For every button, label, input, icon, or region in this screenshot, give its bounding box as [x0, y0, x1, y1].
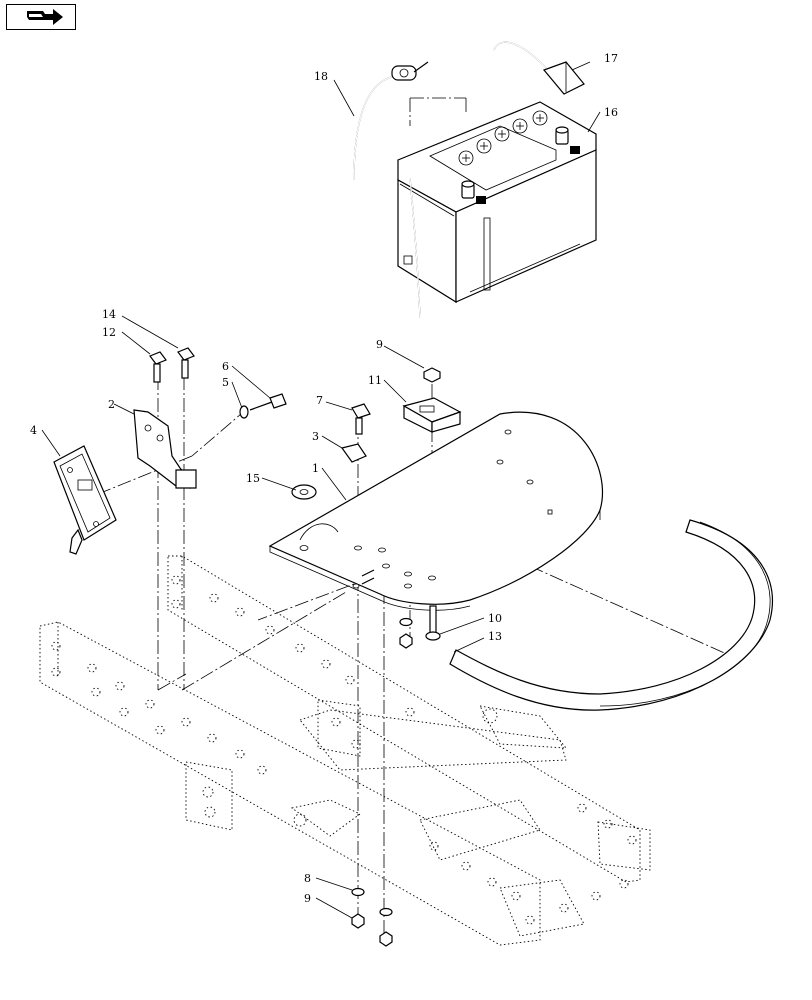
washer-8[interactable]	[351, 887, 365, 897]
hardware	[149, 347, 441, 947]
mounting-bracket[interactable]	[133, 409, 197, 489]
callout-17: 17	[604, 52, 618, 65]
leader-lines	[41, 61, 601, 919]
bolt-12[interactable]	[149, 351, 167, 383]
page-return-arrow-icon	[27, 9, 63, 25]
bolt-6[interactable]	[249, 393, 287, 411]
latch-bracket[interactable]	[53, 445, 117, 555]
edge-trim-strip[interactable]	[449, 519, 774, 711]
callout-1: 1	[312, 462, 319, 475]
callout-6: 6	[222, 360, 229, 373]
bolt-7[interactable]	[351, 403, 371, 435]
callout-11: 11	[368, 374, 382, 387]
hold-down-clip[interactable]	[340, 443, 367, 463]
hold-down-block[interactable]	[402, 397, 462, 433]
washer-15[interactable]	[291, 484, 317, 500]
callout-5: 5	[222, 376, 229, 389]
positive-cable[interactable]	[493, 41, 585, 95]
callout-8: 8	[304, 872, 311, 885]
battery[interactable]	[397, 101, 597, 304]
battery-tray-plate[interactable]	[268, 411, 604, 611]
nut-9-top[interactable]	[423, 367, 441, 383]
callout-10: 10	[488, 612, 502, 625]
nut-9-bottom[interactable]	[351, 913, 365, 929]
bolt-14[interactable]	[177, 347, 195, 379]
callout-3: 3	[312, 430, 319, 443]
callout-18: 18	[314, 70, 328, 83]
washer-5[interactable]	[239, 405, 249, 419]
callout-12: 12	[102, 326, 116, 339]
chassis-frame	[39, 555, 651, 946]
callout-15: 15	[246, 472, 260, 485]
ground-cable[interactable]	[353, 61, 429, 319]
callout-7: 7	[316, 394, 323, 407]
callout-13: 13	[488, 630, 502, 643]
callout-2: 2	[108, 398, 115, 411]
bolt-10[interactable]	[425, 605, 441, 641]
callout-labels: 18 17 16 14 12 6 5 2 4 7 3 15 1 9 11 10 …	[30, 52, 618, 905]
callout-16: 16	[604, 106, 618, 119]
navigation-return-button[interactable]	[6, 4, 76, 30]
callout-9-top: 9	[376, 338, 383, 351]
callout-14: 14	[102, 308, 116, 321]
callout-4: 4	[30, 424, 37, 437]
callout-9-bottom: 9	[304, 892, 311, 905]
